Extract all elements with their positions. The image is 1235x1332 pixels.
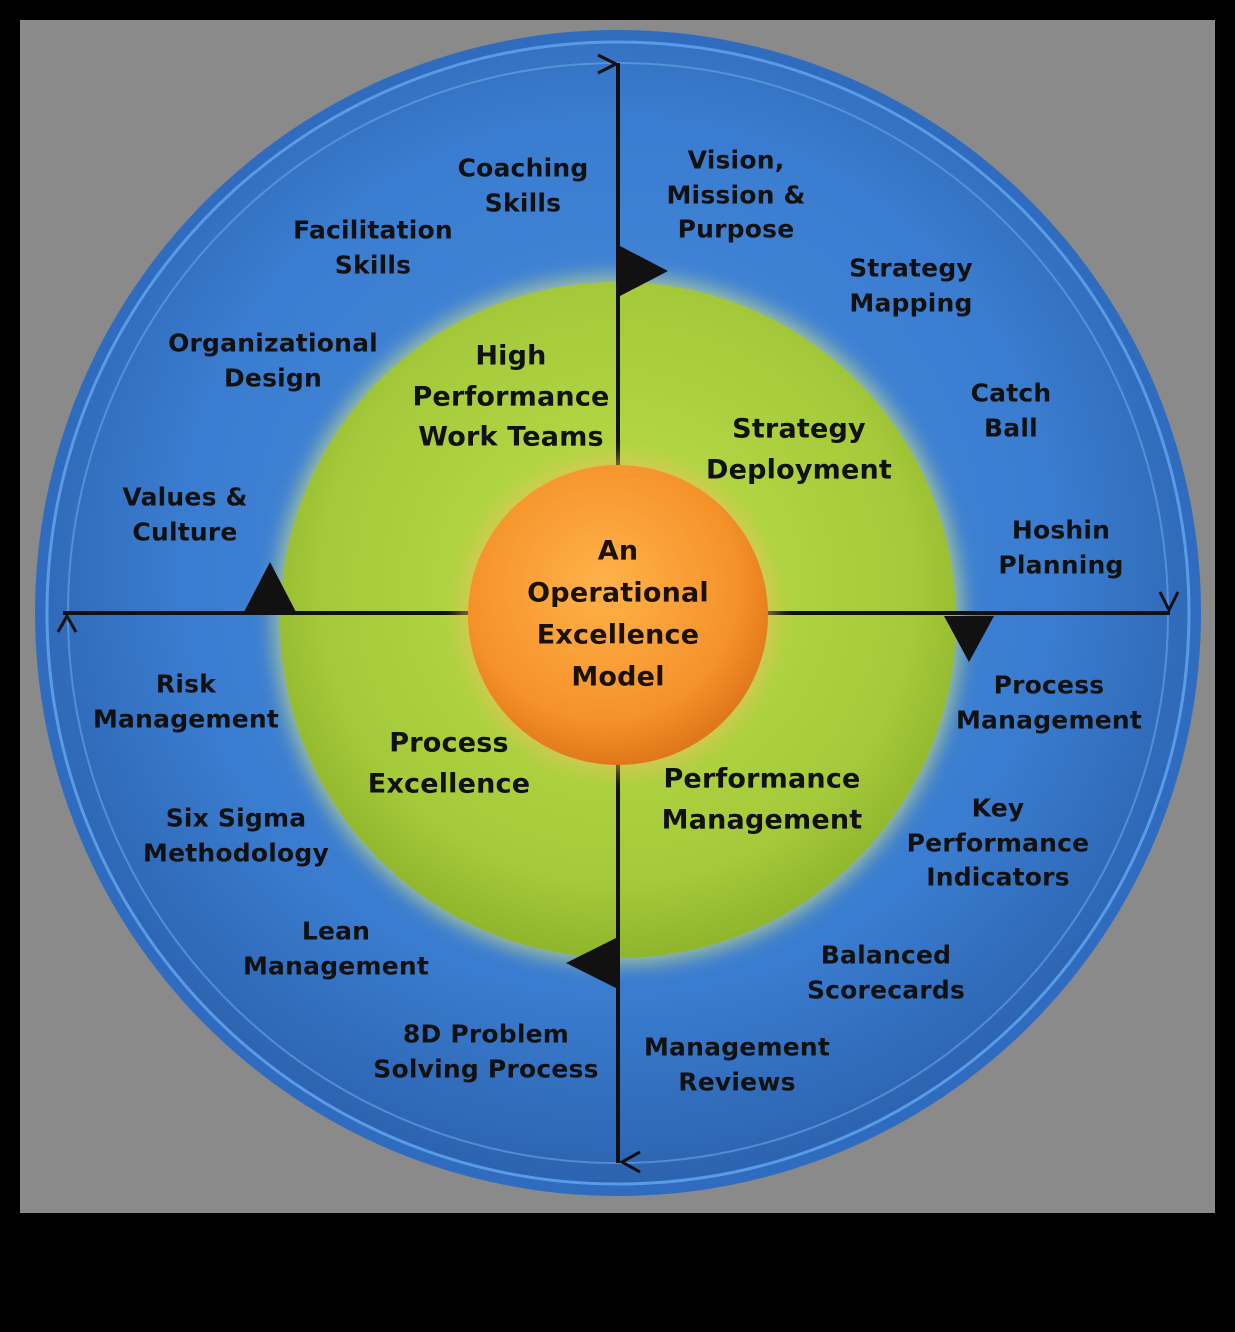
label-coaching-skills: Coaching Skills: [457, 153, 589, 218]
label-hoshin-planning: Hoshin Planning: [998, 515, 1124, 580]
flow-triangle-left-icon: [566, 938, 616, 988]
label-six-sigma: Six Sigma Methodology: [143, 803, 329, 868]
center-title: An Operational Excellence Model: [527, 535, 709, 692]
flow-triangle-right-icon: [620, 246, 668, 296]
label-values-culture: Values & Culture: [122, 482, 248, 547]
right-arrowhead-icon: [1158, 591, 1180, 614]
label-catch-ball: Catch Ball: [970, 378, 1052, 443]
label-balanced-scorecards: Balanced Scorecards: [806, 940, 966, 1005]
flow-triangle-up-icon: [244, 562, 296, 612]
label-performance-management: Performance Management: [661, 763, 863, 836]
label-8d-problem-solving: 8D Problem Solving Process: [373, 1019, 599, 1084]
label-key-performance-indicators: Key Performance Indicators: [906, 793, 1090, 892]
label-risk-management: Risk Management: [92, 669, 280, 734]
label-organizational-design: Organizational Design: [168, 328, 378, 393]
core-circle: [468, 465, 768, 765]
label-facilitation-skills: Facilitation Skills: [293, 215, 453, 280]
bottom-arrowhead-icon: [618, 1150, 641, 1174]
label-process-management: Process Management: [955, 670, 1143, 735]
label-management-reviews: Management Reviews: [643, 1032, 831, 1097]
left-arrowhead-icon: [56, 612, 78, 633]
top-arrowhead-icon: [597, 53, 620, 75]
label-strategy-mapping: Strategy Mapping: [849, 253, 973, 318]
label-vision-mission-purpose: Vision, Mission & Purpose: [666, 145, 806, 244]
label-process-excellence: Process Excellence: [367, 727, 531, 800]
label-high-performance-work-teams: High Performance Work Teams: [412, 340, 610, 453]
label-strategy-deployment: Strategy Deployment: [705, 413, 893, 486]
flow-triangle-down-icon: [944, 616, 994, 662]
label-lean-management: Lean Management: [242, 916, 430, 981]
